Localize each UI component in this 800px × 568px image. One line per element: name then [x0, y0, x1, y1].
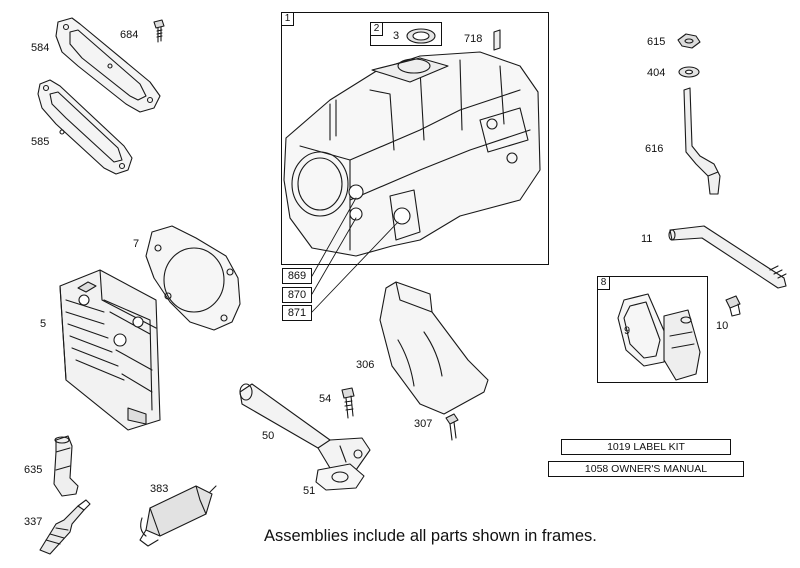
- frame-2-number: 2: [370, 22, 383, 36]
- spark-plug-337-drawing: [39, 499, 91, 555]
- label-383: 383: [150, 483, 169, 495]
- frames-note: Assemblies include all parts shown in fr…: [264, 527, 597, 545]
- label-54: 54: [319, 393, 332, 405]
- label-584: 584: [31, 42, 50, 54]
- ref-870: 870: [282, 287, 312, 303]
- nut-615-drawing: [677, 33, 701, 49]
- owners-manual-box: 1058 OWNER'S MANUAL: [548, 461, 744, 477]
- label-307: 307: [414, 418, 433, 430]
- screw-684-drawing: [153, 19, 165, 43]
- screw-54-drawing: [341, 387, 355, 419]
- label-5: 5: [40, 318, 47, 330]
- gasket-584-drawing: [55, 17, 161, 113]
- crankcase-drawing: [283, 51, 541, 257]
- cylinder-head-5-drawing: [59, 269, 161, 431]
- shield-306-drawing: [379, 281, 489, 415]
- pin-718-drawing: [493, 29, 501, 51]
- cover-9-drawing: [617, 293, 701, 381]
- label-337: 337: [24, 516, 43, 528]
- spark-boot-635-drawing: [53, 435, 79, 497]
- label-718: 718: [464, 33, 483, 45]
- label-kit-box: 1019 LABEL KIT: [561, 439, 731, 455]
- head-gasket-7-drawing: [145, 225, 241, 331]
- frame-8-number: 8: [597, 276, 610, 290]
- washer-404-drawing: [678, 66, 700, 78]
- plug-10-drawing: [725, 295, 741, 317]
- ref-871: 871: [282, 305, 312, 321]
- label-306: 306: [356, 359, 375, 371]
- label-3: 3: [393, 30, 400, 42]
- gasket-585-drawing: [37, 79, 133, 175]
- label-10: 10: [716, 320, 729, 332]
- frame-crankcase: [281, 12, 549, 265]
- oil-seal-3-drawing: [406, 28, 436, 44]
- frame-1-number: 1: [281, 12, 294, 26]
- label-50: 50: [262, 430, 275, 442]
- dipstick-tube-50-drawing: [239, 383, 371, 471]
- screw-307-drawing: [445, 413, 459, 441]
- reference-leaders: [311, 197, 399, 313]
- label-9: 9: [624, 325, 631, 337]
- label-684: 684: [120, 29, 139, 41]
- gasket-51-drawing: [315, 463, 365, 491]
- label-7: 7: [133, 238, 140, 250]
- label-11: 11: [641, 233, 653, 245]
- label-51: 51: [303, 485, 316, 497]
- ref-869: 869: [282, 268, 312, 284]
- label-585: 585: [31, 136, 50, 148]
- tool-383-drawing: [139, 485, 217, 547]
- tube-11-drawing: [668, 225, 787, 289]
- label-615: 615: [647, 36, 666, 48]
- frame-breather: [597, 276, 708, 383]
- label-616: 616: [645, 143, 664, 155]
- label-404: 404: [647, 67, 666, 79]
- lever-616-drawing: [683, 87, 721, 195]
- label-635: 635: [24, 464, 43, 476]
